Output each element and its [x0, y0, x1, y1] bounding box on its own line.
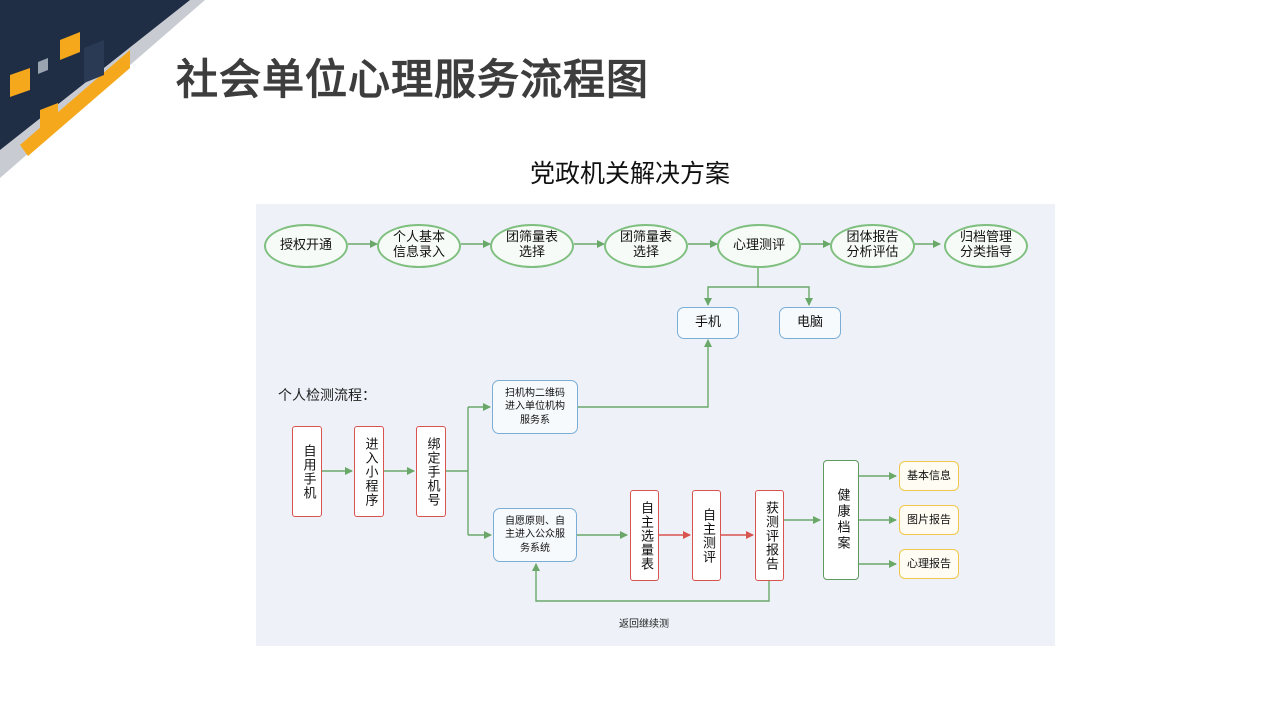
step-scale-select-1-label: 团筛量表 选择	[505, 230, 558, 260]
step-bind-phone-label: 绑定手机号	[424, 436, 440, 507]
corner-decoration	[0, 0, 205, 178]
output-image-report-label: 图片报告	[907, 512, 951, 526]
step-archive-guide-label: 归档管理 分类指导	[959, 230, 1012, 260]
step-group-report: 团体报告 分析评估	[830, 224, 915, 268]
step-info-entry-label: 个人基本 信息录入	[392, 230, 445, 260]
step-archive-guide: 归档管理 分类指导	[944, 224, 1028, 268]
step-get-report: 获测评报告	[755, 490, 784, 581]
device-phone-label: 手机	[694, 314, 721, 330]
step-mini-program: 进入小程序	[354, 426, 384, 517]
step-self-assess: 自主测评	[692, 490, 721, 581]
health-archive-label: 健康档案	[834, 488, 850, 552]
step-self-assess-label: 自主测评	[699, 507, 715, 564]
health-archive: 健康档案	[823, 460, 859, 580]
step-authorize: 授权开通	[264, 224, 348, 268]
step-scale-select-1: 团筛量表 选择	[490, 224, 574, 268]
return-continue-label: 返回继续测	[619, 619, 669, 630]
output-psych-report: 心理报告	[899, 549, 959, 579]
step-group-report-label: 团体报告 分析评估	[846, 230, 899, 260]
step-own-phone: 自用手机	[292, 426, 322, 517]
step-own-phone-label: 自用手机	[300, 443, 316, 500]
entry-qr-code: 扫机构二维码 进入单位机构 服务系	[492, 380, 578, 434]
page-title: 社会单位心理服务流程图	[176, 55, 650, 104]
device-computer: 电脑	[779, 307, 841, 339]
device-phone: 手机	[677, 307, 739, 339]
diagram-subtitle: 党政机关解决方案	[529, 159, 730, 188]
step-choose-scale: 自主选量表	[630, 490, 659, 581]
step-scale-select-2: 团筛量表 选择	[604, 224, 688, 268]
entry-voluntary: 自愿原则、自 主进入公众服 务系统	[493, 508, 577, 562]
step-scale-select-2-label: 团筛量表 选择	[619, 230, 672, 260]
step-assessment-label: 心理测评	[732, 237, 785, 253]
device-computer-label: 电脑	[796, 314, 823, 330]
flowchart-panel: 授权开通 个人基本 信息录入 团筛量表 选择 团筛量表 选择 心理测评 团体报告…	[256, 204, 1055, 646]
step-authorize-label: 授权开通	[279, 237, 332, 253]
entry-qr-code-label: 扫机构二维码 进入单位机构 服务系	[505, 387, 565, 426]
flow-connectors	[322, 240, 941, 602]
output-psych-report-label: 心理报告	[907, 556, 951, 570]
step-bind-phone: 绑定手机号	[416, 426, 446, 517]
output-basic-info-label: 基本信息	[907, 468, 951, 482]
step-mini-program-label: 进入小程序	[362, 436, 378, 507]
output-image-report: 图片报告	[899, 505, 959, 535]
entry-voluntary-label: 自愿原则、自 主进入公众服 务系统	[505, 515, 565, 554]
personal-flow-label: 个人检测流程：	[278, 388, 376, 404]
step-info-entry: 个人基本 信息录入	[377, 224, 461, 268]
step-assessment: 心理测评	[717, 224, 801, 268]
step-get-report-label: 获测评报告	[762, 500, 778, 571]
output-basic-info: 基本信息	[899, 461, 959, 491]
step-choose-scale-label: 自主选量表	[637, 500, 653, 571]
